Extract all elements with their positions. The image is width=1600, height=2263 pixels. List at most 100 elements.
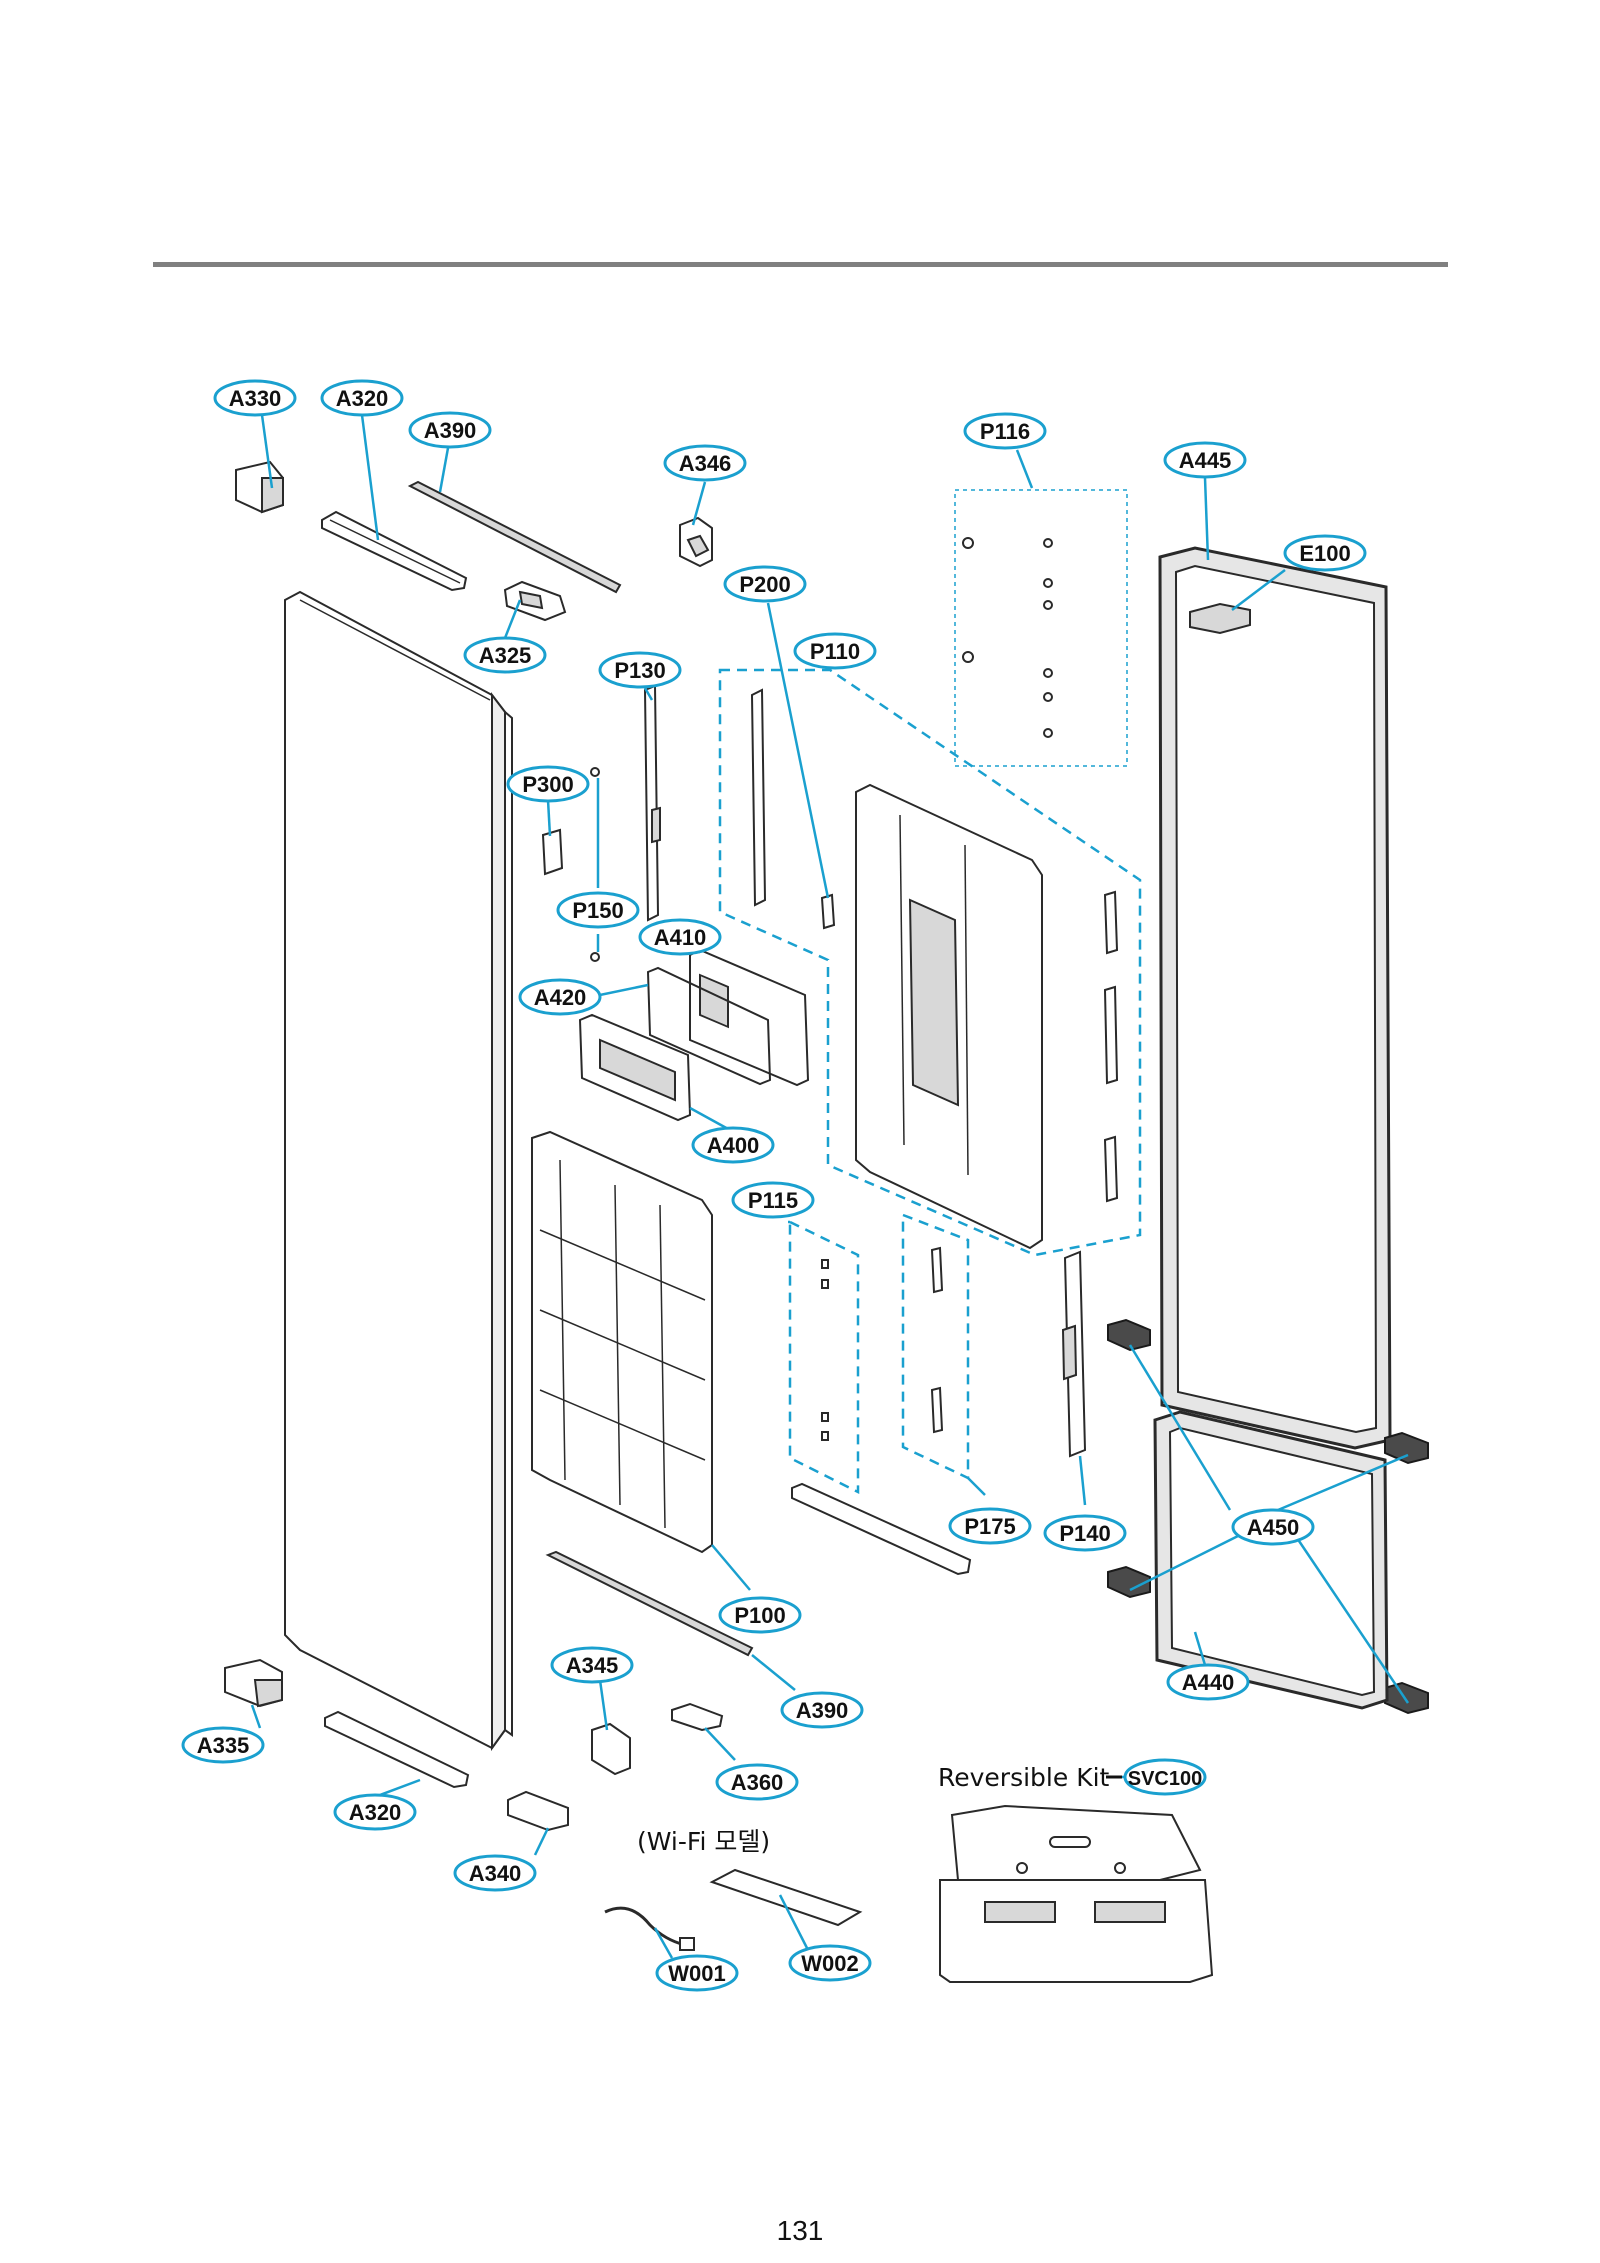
part-a450-blocks xyxy=(1107,1318,1429,1715)
label-a345: A345 xyxy=(550,1646,634,1684)
svg-text:A340: A340 xyxy=(469,1861,522,1886)
label-a360: A360 xyxy=(715,1763,799,1801)
svg-text:SVC100: SVC100 xyxy=(1128,1768,1203,1790)
label-a346: A346 xyxy=(663,444,747,482)
label-a325: A325 xyxy=(463,636,547,674)
svg-text:P150: P150 xyxy=(572,898,623,923)
part-p116-screws xyxy=(954,489,1128,767)
part-w002-sheet xyxy=(709,1868,863,1927)
svg-text:P175: P175 xyxy=(964,1514,1015,1539)
label-w002: W002 xyxy=(788,1944,872,1982)
svg-text:E100: E100 xyxy=(1299,541,1350,566)
label-p200: P200 xyxy=(723,565,807,603)
svg-text:A440: A440 xyxy=(1182,1670,1235,1695)
label-a390-top: A390 xyxy=(408,411,492,449)
part-p110-inner-frame xyxy=(855,783,1043,1250)
svg-text:A330: A330 xyxy=(229,386,282,411)
caption-wifi-model: (Wi-Fi 모델) xyxy=(637,1827,770,1856)
caption-reversible-kit: Reversible Kit xyxy=(938,1763,1110,1792)
svg-text:W002: W002 xyxy=(801,1951,858,1976)
svg-text:A320: A320 xyxy=(349,1800,402,1825)
part-p100-panel xyxy=(531,1130,713,1554)
part-a325-cap xyxy=(503,580,567,622)
part-p130-strip xyxy=(643,684,661,922)
svg-text:A390: A390 xyxy=(796,1698,849,1723)
svg-text:A335: A335 xyxy=(197,1733,250,1758)
label-a450: A450 xyxy=(1231,1508,1315,1546)
svg-text:A346: A346 xyxy=(679,451,732,476)
part-p110-strip xyxy=(750,688,767,907)
svg-text:A400: A400 xyxy=(707,1133,760,1158)
label-p110: P110 xyxy=(793,632,877,670)
label-a335: A335 xyxy=(181,1726,265,1764)
svg-text:W001: W001 xyxy=(668,1961,725,1986)
label-svc100: SVC100 xyxy=(1123,1758,1207,1796)
part-a345-hinge xyxy=(591,1722,631,1776)
svg-text:P130: P130 xyxy=(614,658,665,683)
part-w001-cable xyxy=(604,1906,695,1951)
label-p300: P300 xyxy=(506,765,590,803)
part-a400-pcb xyxy=(578,1013,692,1122)
label-p150: P150 xyxy=(556,891,640,929)
part-p150-screws xyxy=(590,767,600,962)
label-e100: E100 xyxy=(1283,534,1367,572)
label-p115: P115 xyxy=(731,1181,815,1219)
part-p300-holder xyxy=(541,828,564,876)
label-p100: P100 xyxy=(718,1596,802,1634)
label-a320-top: A320 xyxy=(320,379,404,417)
svg-text:A325: A325 xyxy=(479,643,532,668)
part-p175-group xyxy=(901,1213,970,1480)
part-a420-gasket xyxy=(646,966,772,1086)
page-number: 131 xyxy=(777,2215,824,2246)
svg-text:P116: P116 xyxy=(980,419,1030,444)
label-a420: A420 xyxy=(518,978,602,1016)
part-e100-block xyxy=(1189,602,1251,635)
part-side-brackets xyxy=(1103,890,1119,1203)
part-a320-top-bracket xyxy=(321,510,468,592)
label-p140: P140 xyxy=(1043,1514,1127,1552)
svg-text:A450: A450 xyxy=(1247,1515,1300,1540)
part-a320-bottom-bracket xyxy=(324,1710,470,1789)
label-a330: A330 xyxy=(213,379,297,417)
svg-text:A345: A345 xyxy=(566,1653,619,1678)
part-a335-cover xyxy=(224,1658,283,1708)
svg-text:P110: P110 xyxy=(810,639,860,664)
label-a440: A440 xyxy=(1166,1663,1250,1701)
part-a390-top-rail xyxy=(407,480,622,594)
svg-text:A390: A390 xyxy=(424,418,477,443)
label-a400: A400 xyxy=(691,1126,775,1164)
label-a445: A445 xyxy=(1163,441,1247,479)
svg-text:P300: P300 xyxy=(522,772,573,797)
label-a340: A340 xyxy=(453,1854,537,1892)
part-p175-rail xyxy=(791,1482,972,1576)
label-p130: P130 xyxy=(598,651,682,689)
svg-text:P200: P200 xyxy=(739,572,790,597)
label-a410: A410 xyxy=(638,918,722,956)
label-p116: P116 xyxy=(963,412,1047,450)
part-p115-group xyxy=(788,1220,860,1495)
part-a445-gasket xyxy=(1158,546,1392,1450)
part-a410-cover xyxy=(689,948,810,1087)
label-a320-bottom: A320 xyxy=(333,1793,417,1831)
svg-text:P140: P140 xyxy=(1059,1521,1110,1546)
svg-text:P100: P100 xyxy=(734,1603,785,1628)
svg-text:A420: A420 xyxy=(534,985,587,1010)
label-p175: P175 xyxy=(948,1507,1032,1545)
part-a360 xyxy=(671,1702,724,1732)
svg-text:A320: A320 xyxy=(336,386,389,411)
svg-text:A360: A360 xyxy=(731,1770,784,1795)
svg-text:A445: A445 xyxy=(1179,448,1232,473)
part-a390-bottom-rail xyxy=(545,1550,754,1657)
svg-text:A410: A410 xyxy=(654,925,707,950)
part-a346-hinge xyxy=(679,516,713,568)
part-svc100-kit xyxy=(939,1804,1214,1983)
header-rule xyxy=(153,262,1448,267)
part-p200-pin xyxy=(820,893,836,930)
label-a390-bottom: A390 xyxy=(780,1691,864,1729)
part-p140-strip xyxy=(1061,1250,1087,1458)
label-w001: W001 xyxy=(655,1954,739,1992)
part-main-door-panel xyxy=(284,590,513,1752)
part-a340-cap xyxy=(507,1790,569,1832)
svg-text:P115: P115 xyxy=(748,1188,798,1213)
